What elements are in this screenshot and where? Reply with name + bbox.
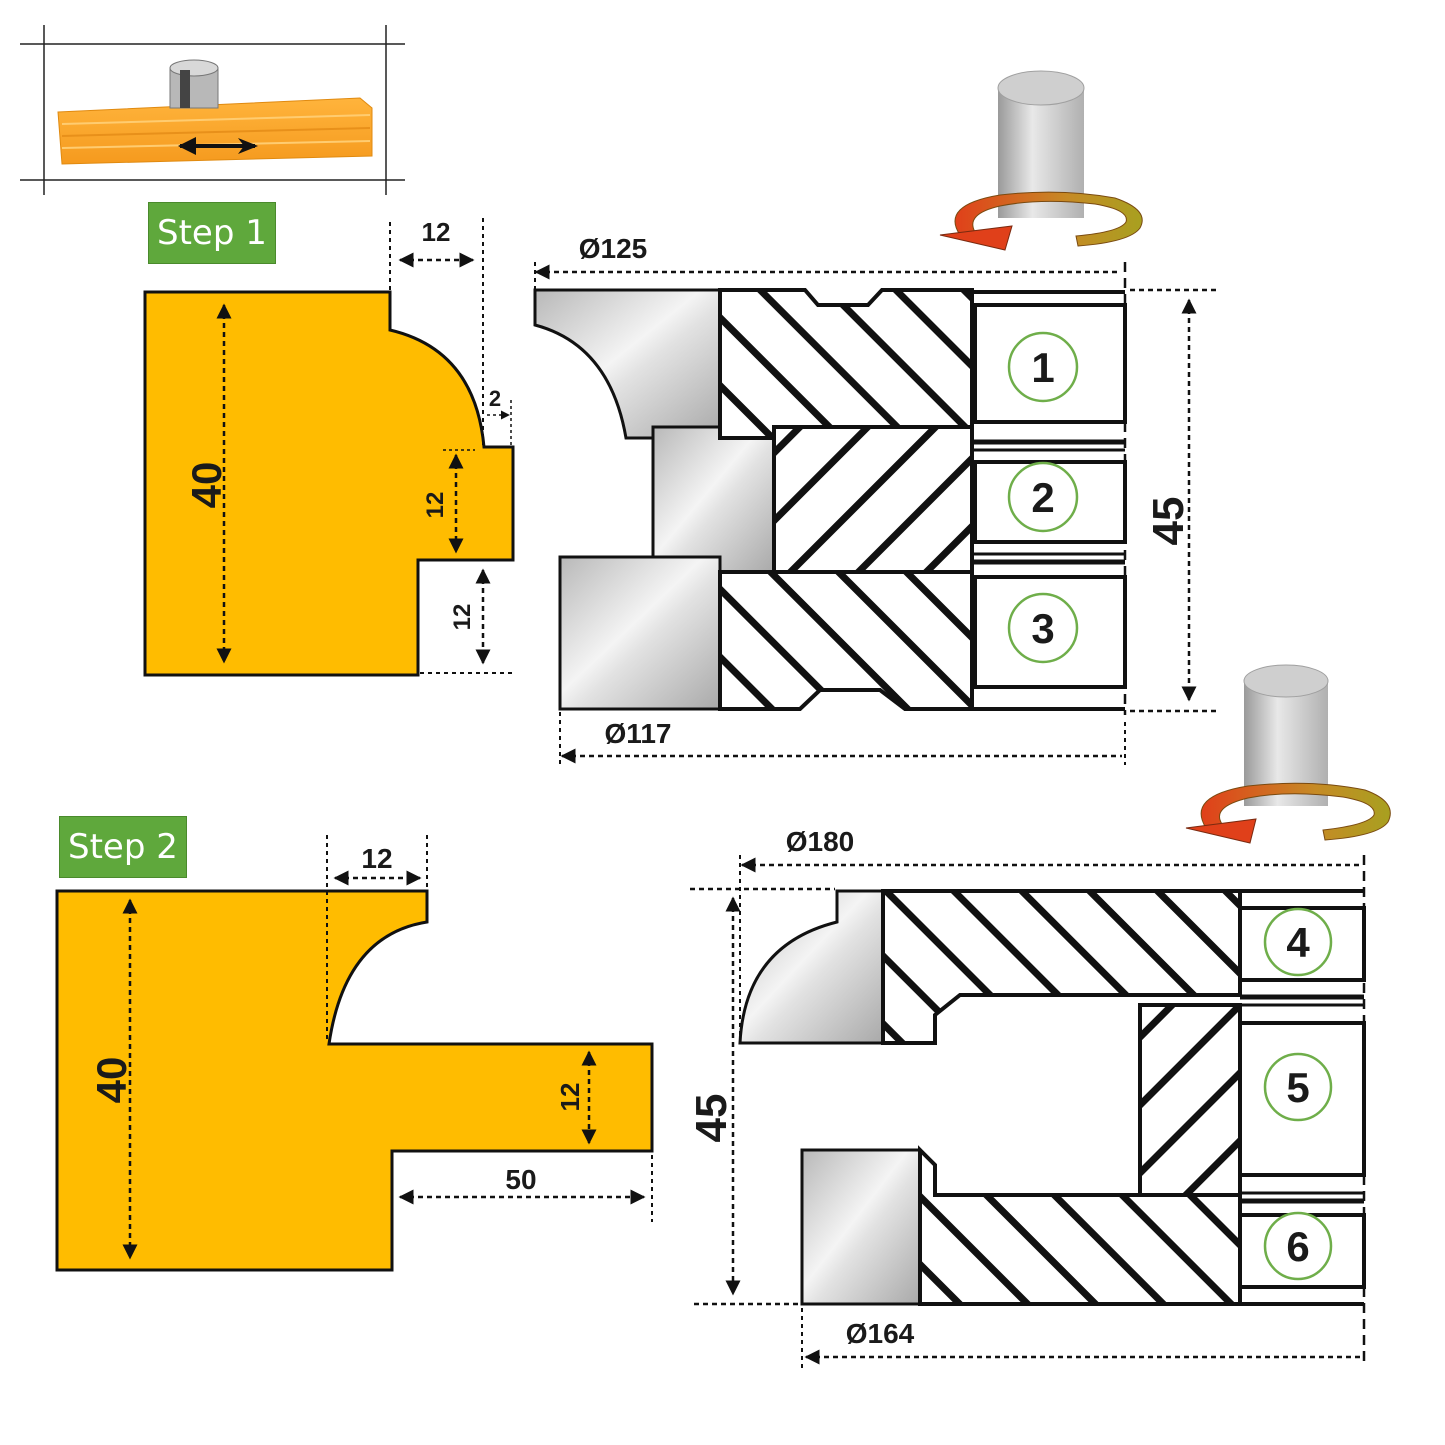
step2-dim-width: 12: [361, 843, 392, 874]
step1-cutter-dia-bottom: Ø117: [605, 718, 672, 749]
step1-badge: Step 1: [148, 202, 276, 264]
step2-dim-tongue: 12: [555, 1083, 585, 1112]
rotation-arrow-icon: [1185, 782, 1391, 844]
step2-dim-height: 40: [88, 1057, 135, 1104]
knife-number-5: 5: [1286, 1064, 1309, 1111]
knife-number-1: 1: [1031, 344, 1054, 391]
step2-cutter-dia-top: Ø180: [786, 826, 855, 857]
step1-dim-lower: 12: [449, 604, 476, 631]
step1-cutter-height: 45: [1144, 497, 1193, 546]
step1-dim-tongue: 12: [422, 492, 449, 519]
step2-dim-length: 50: [505, 1164, 536, 1195]
step1-cutter-dia-top: Ø125: [579, 233, 648, 264]
step2-badge: Step 2: [59, 816, 187, 878]
rotation-arrow-icon: [939, 191, 1143, 251]
knife-number-3: 3: [1031, 605, 1054, 652]
step2-cutter-dia-bottom: Ø164: [846, 1318, 915, 1349]
knife-number-4: 4: [1286, 919, 1310, 966]
step1-dim-width: 12: [422, 217, 451, 247]
step1-cutter: [533, 262, 1218, 765]
router-bit-feed-icon: [20, 25, 405, 195]
knife-number-2: 2: [1031, 474, 1054, 521]
step2-cutter-height: 45: [687, 1094, 736, 1143]
step1-dim-gap: 2: [489, 386, 501, 411]
step2-profile: [55, 835, 654, 1272]
step1-profile: [143, 218, 515, 677]
step1-dim-height: 40: [183, 462, 230, 509]
step2-cutter: [690, 855, 1366, 1368]
knife-number-6: 6: [1286, 1223, 1309, 1270]
